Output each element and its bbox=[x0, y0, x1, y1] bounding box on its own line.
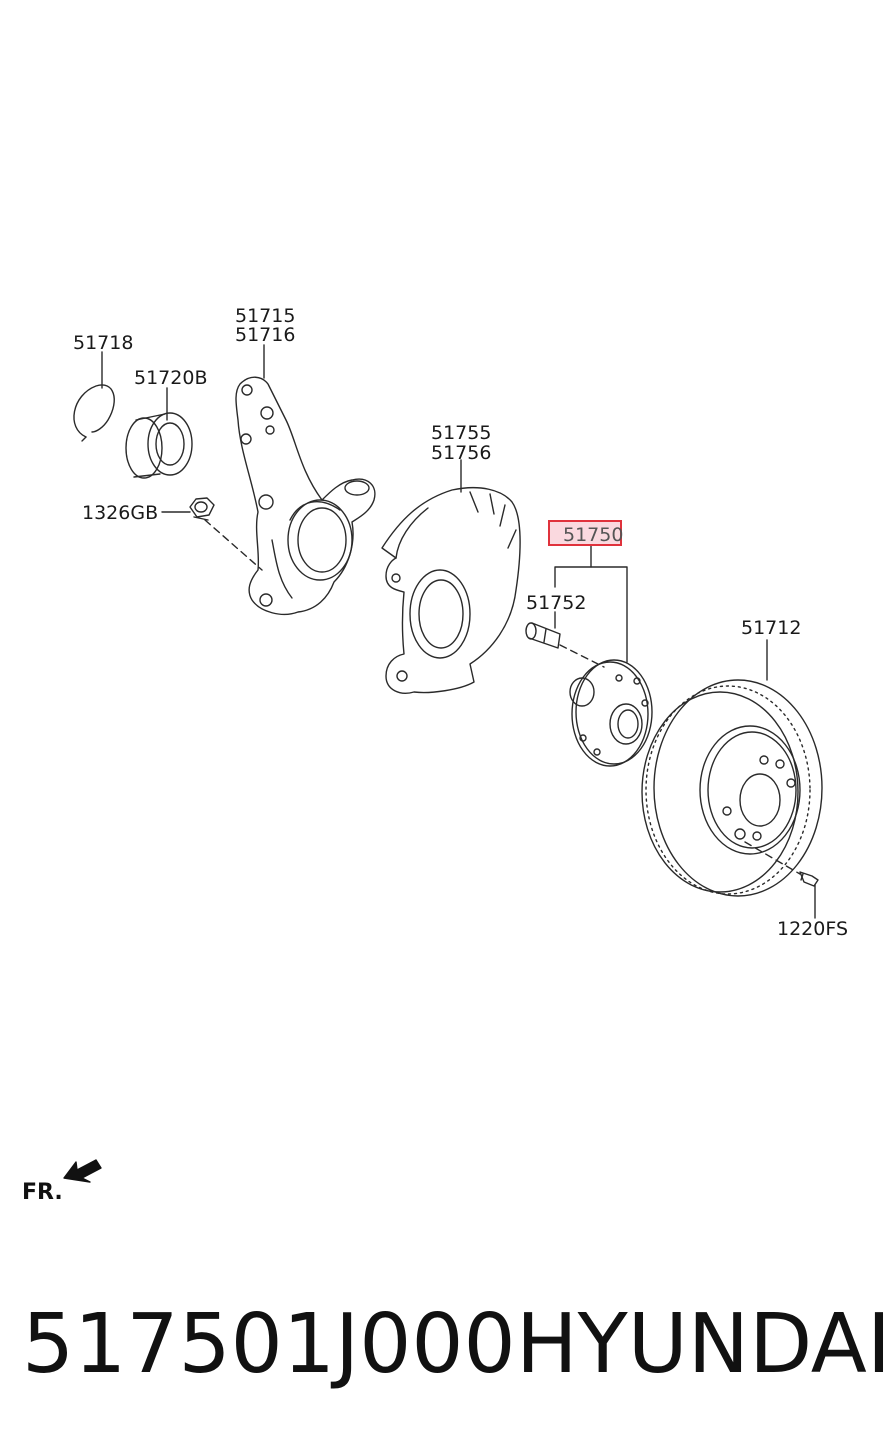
label-knuckle-rh: 51716 bbox=[235, 324, 296, 346]
hub-bolt-part bbox=[525, 622, 561, 649]
brake-disc-part bbox=[641, 679, 823, 897]
nut-part bbox=[189, 497, 215, 521]
label-nut: 1326GB bbox=[82, 502, 159, 524]
footer-brand: HYUNDAI bbox=[516, 1297, 886, 1392]
snap-ring-part bbox=[73, 384, 115, 442]
wheel-bearing-part bbox=[125, 412, 193, 479]
wheel-hub-part bbox=[569, 659, 653, 767]
front-arrow-icon bbox=[63, 1159, 102, 1183]
steering-knuckle-part bbox=[235, 376, 376, 616]
label-dust-cover-lh: 51755 bbox=[431, 422, 492, 444]
label-hub-bolt: 51752 bbox=[526, 592, 587, 614]
front-indicator: FR. bbox=[22, 1180, 63, 1205]
highlight-box bbox=[548, 520, 622, 546]
leader-lines bbox=[101, 344, 816, 919]
label-knuckle-lh: 51715 bbox=[235, 305, 296, 327]
label-disc-screw: 1220FS bbox=[777, 918, 849, 940]
label-dust-cover-rh: 51756 bbox=[431, 442, 492, 464]
label-hub-assy: 51750 bbox=[563, 524, 624, 546]
dust-cover-part bbox=[381, 487, 521, 694]
label-snap-ring: 51718 bbox=[73, 332, 134, 354]
disc-screw-part bbox=[799, 871, 819, 887]
footer-part-number: 517501J000 bbox=[22, 1297, 516, 1392]
label-disc: 51712 bbox=[741, 617, 802, 639]
label-bearing: 51720B bbox=[134, 367, 208, 389]
